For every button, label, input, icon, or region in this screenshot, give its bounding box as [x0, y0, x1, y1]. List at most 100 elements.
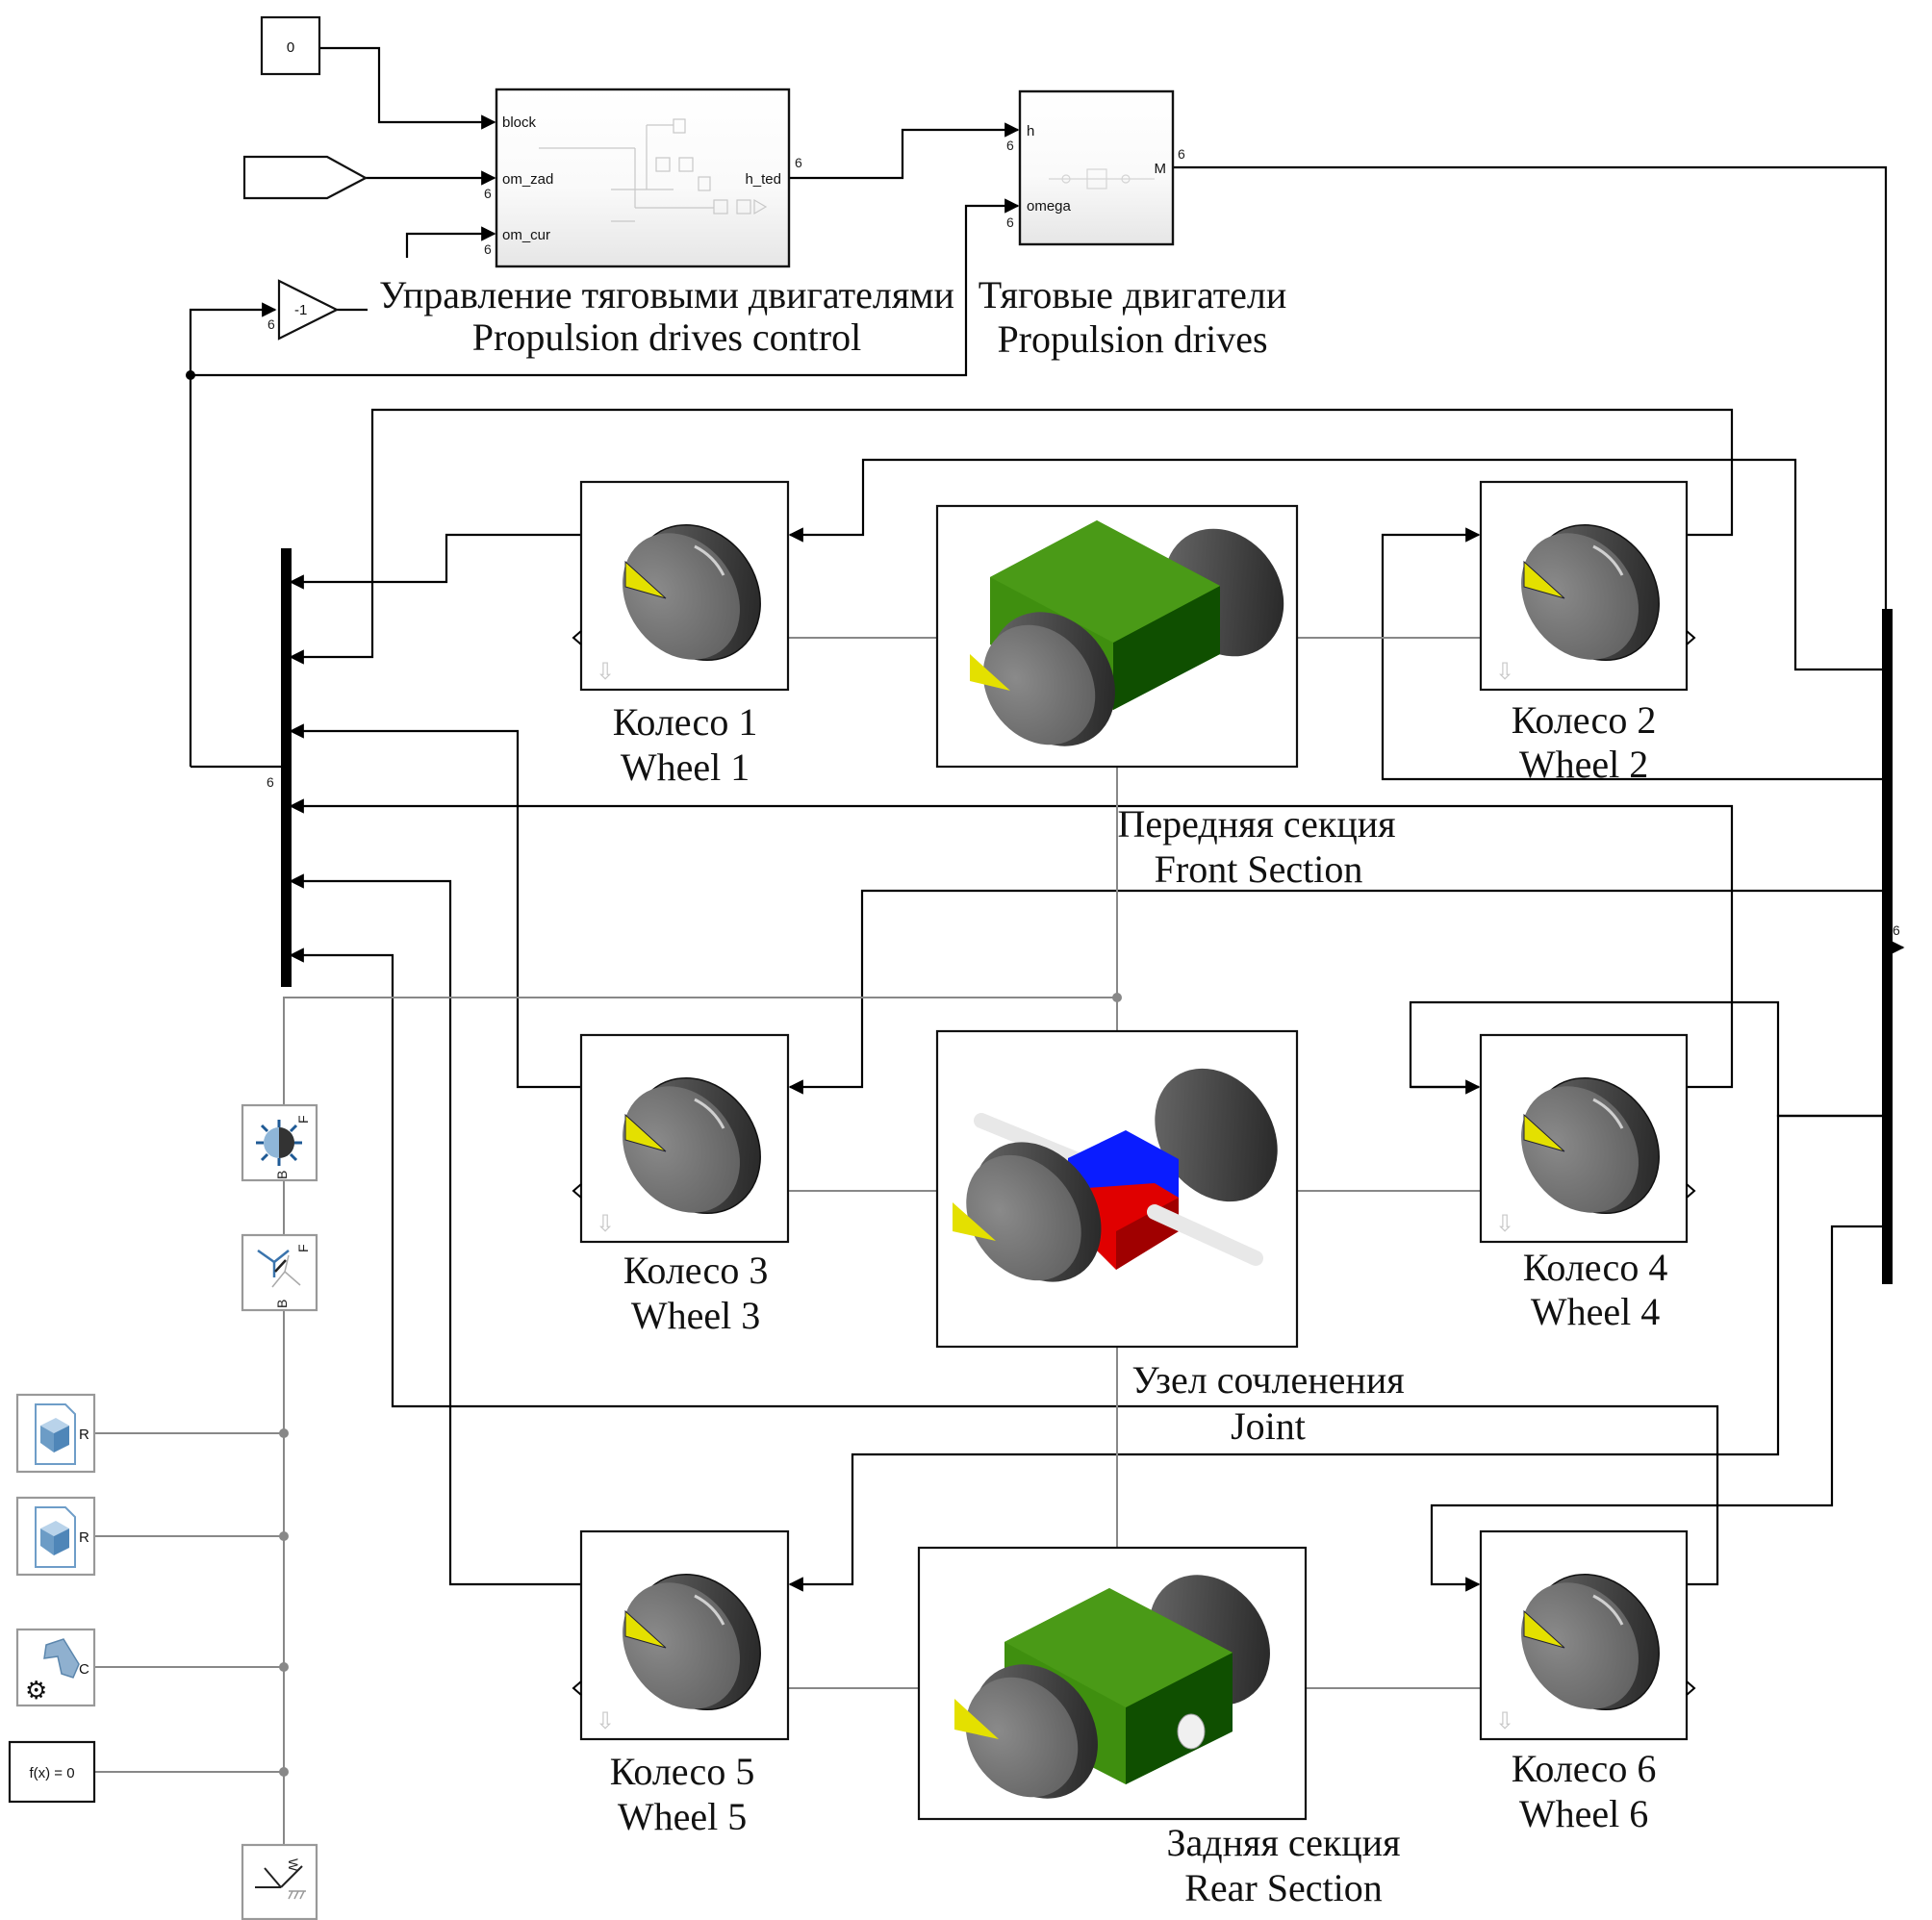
port-om-zad: om_zad [502, 171, 553, 188]
wheel1-label-ru: Колесо 1 [613, 700, 758, 744]
wheel-block-6[interactable]: ⇩ [1479, 1529, 1696, 1741]
wire-wheel1-to-bus[interactable] [289, 533, 581, 590]
port-h: h [1027, 123, 1034, 139]
wheel3-label-ru: Колесо 3 [623, 1249, 769, 1292]
port-r: R [79, 1529, 89, 1546]
six-dof-joint-block[interactable]: F B [241, 1103, 318, 1182]
wire-wheel6-to-bus[interactable] [289, 947, 1719, 1586]
front-section-label-ru: Передняя секция [1117, 802, 1395, 846]
wire-bus-to-wheel1[interactable] [788, 458, 1887, 671]
svg-text:⚙: ⚙ [25, 1676, 47, 1705]
port-w: W [286, 1858, 301, 1872]
conn-port-icon [572, 630, 582, 645]
dim-om-cur: 6 [484, 241, 492, 257]
solver-configuration-block[interactable]: f(x) = 0 [8, 1740, 96, 1804]
joint-label-ru: Узел сочленения [1131, 1358, 1404, 1402]
front-section-block[interactable] [935, 504, 1309, 771]
world-frame-icon [255, 1865, 306, 1900]
wire-om-cur[interactable] [405, 226, 496, 258]
bus-selector-right[interactable] [1882, 609, 1893, 1284]
front-section-3d-icon [970, 520, 1284, 746]
wheel2-label-ru: Колесо 2 [1512, 698, 1657, 742]
mechanism-configuration-block[interactable]: ⚙ C [15, 1628, 96, 1707]
bus-creator-left[interactable] [281, 548, 292, 987]
wire-wheel5-to-bus[interactable] [289, 873, 581, 1586]
file-solid-block-1[interactable]: R [15, 1393, 96, 1474]
from-tag-block[interactable] [242, 155, 369, 200]
conn-port-icon [1686, 630, 1696, 645]
down-arrow-icon: ⇩ [1495, 659, 1514, 685]
physical-connections [94, 637, 1481, 1845]
down-arrow-icon: ⇩ [596, 1211, 615, 1237]
conn-front-6dof[interactable] [283, 997, 1117, 1105]
propulsion-label-en: Propulsion drives [997, 317, 1267, 361]
wire-wheel4-to-bus[interactable] [289, 798, 1734, 1089]
wheel-block-2[interactable]: ⇩ [1479, 480, 1696, 692]
file-solid-icon [35, 1403, 76, 1465]
file-solid-block-2[interactable]: R [15, 1496, 96, 1577]
joint-3d-icon [953, 1068, 1278, 1282]
wheel6-label-ru: Колесо 6 [1512, 1747, 1657, 1790]
dim-left-bus: 6 [267, 774, 274, 790]
wheel3-label-en: Wheel 3 [631, 1294, 760, 1337]
propulsion-drives-block[interactable]: h omega M [1018, 89, 1175, 246]
wheel-block-3[interactable]: ⇩ [572, 1033, 790, 1244]
wheel-block-4[interactable]: ⇩ [1479, 1033, 1696, 1244]
wheel4-label-ru: Колесо 4 [1523, 1246, 1668, 1289]
conn-port-icon [1686, 1183, 1696, 1199]
branch-point [186, 370, 195, 380]
gain-value: -1 [294, 302, 307, 318]
solver-label: f(x) = 0 [29, 1765, 74, 1781]
dim-h-ted: 6 [795, 155, 802, 170]
signal-lines [186, 46, 1905, 1592]
port-block: block [502, 114, 537, 131]
control-subsystem-block[interactable]: block om_zad om_cur h_ted [495, 88, 791, 268]
wheel-block-1[interactable]: ⇩ [572, 480, 790, 692]
propulsion-label-ru: Тяговые двигатели [979, 273, 1287, 316]
joint-block[interactable] [935, 1029, 1303, 1349]
wheel-block-5[interactable]: ⇩ [572, 1529, 790, 1741]
wire-h-ted[interactable] [789, 122, 1020, 180]
rear-section-label-en: Rear Section [1184, 1866, 1383, 1909]
port-c: C [79, 1661, 89, 1678]
file-solid-icon [35, 1506, 76, 1568]
rear-section-block[interactable] [917, 1546, 1308, 1823]
control-label-ru: Управление тяговыми двигателями [379, 273, 954, 316]
port-h-ted: h_ted [745, 171, 781, 188]
down-arrow-icon: ⇩ [596, 1708, 615, 1734]
gain-block[interactable]: -1 [277, 279, 340, 341]
port-b: B [274, 1171, 290, 1179]
wire-gain-input[interactable] [189, 302, 277, 767]
wheel1-label-en: Wheel 1 [621, 745, 750, 789]
wire-bus-to-wheel5[interactable] [788, 1114, 1887, 1592]
wheel4-label-en: Wheel 4 [1531, 1290, 1660, 1333]
six-dof-icon [256, 1120, 302, 1166]
port-m: M [1155, 161, 1167, 177]
wire-bus-to-wheel2[interactable] [1381, 527, 1887, 781]
wire-omega-feedback[interactable] [191, 198, 1020, 377]
wire-wheel2-to-bus[interactable] [289, 408, 1734, 665]
world-frame-block[interactable]: W [241, 1843, 318, 1920]
rigid-transform-block[interactable]: F B [241, 1233, 318, 1312]
port-omega: omega [1027, 198, 1072, 215]
down-arrow-icon: ⇩ [596, 659, 615, 685]
port-om-cur: om_cur [502, 227, 550, 243]
conn-port-icon [1686, 1680, 1696, 1696]
down-arrow-icon: ⇩ [1495, 1708, 1514, 1734]
wire-bus-to-wheel6[interactable] [1430, 1225, 1887, 1592]
dim-right-bus: 6 [1893, 922, 1900, 938]
constant-value: 0 [287, 39, 294, 56]
control-label-en: Propulsion drives control [472, 316, 861, 359]
wire-constant-to-block[interactable] [319, 46, 496, 130]
wire-bus-to-wheel3[interactable] [788, 889, 1887, 1095]
wire-wheel3-to-bus[interactable] [289, 723, 581, 1089]
port-f: F [295, 1244, 311, 1252]
port-f: F [295, 1115, 311, 1124]
dim-m: 6 [1178, 146, 1185, 162]
port-r: R [79, 1427, 89, 1443]
wheel5-label-en: Wheel 5 [618, 1795, 747, 1838]
wheel6-label-en: Wheel 6 [1519, 1792, 1648, 1835]
wheel2-label-en: Wheel 2 [1519, 743, 1648, 786]
dim-omega: 6 [1006, 215, 1014, 230]
constant-block[interactable]: 0 [260, 15, 321, 76]
